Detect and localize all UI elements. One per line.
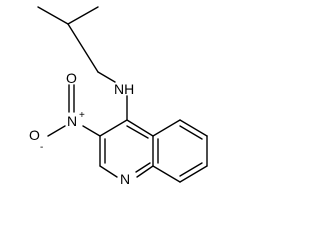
nitro-minus-charge: -: [40, 142, 43, 153]
nitro-oxygen-top-label: O: [66, 70, 77, 86]
bond-ch2-nh: [97, 71, 116, 83]
bond-c2-n1: [99, 165, 118, 178]
structure-canvas: NH N + O O - N: [29, 6, 208, 187]
nitro-nitrogen-label: N: [67, 113, 77, 129]
bond-c3-nitro: [82, 125, 101, 137]
bond-c7-c8-inner: [179, 162, 203, 177]
bond-c5-c6: [179, 119, 208, 137]
molecule-drawing: NH N + O O - N: [29, 6, 208, 187]
bond-n1-c8a: [136, 165, 154, 178]
bond-c5-c6-inner: [179, 125, 203, 140]
nitro-oxygen-left-label: O: [29, 127, 40, 143]
bond-c4-c3: [99, 119, 128, 137]
bond-ch-ch2: [67, 23, 99, 73]
bond-n1-c8a-inner: [135, 162, 151, 173]
bond-c8-c8a: [152, 165, 181, 183]
amine-label: NH: [114, 81, 134, 97]
bond-c4a-c5: [152, 119, 181, 137]
bond-methyl1-ch: [37, 6, 69, 25]
nitro-plus-charge: +: [79, 110, 85, 121]
ring-nitrogen-label: N: [120, 171, 130, 187]
bond-c4a-c4-inner: [126, 125, 149, 139]
bond-c4a-c4: [126, 119, 154, 137]
bond-c7-c8: [179, 165, 208, 183]
bond-methyl2-ch: [67, 6, 99, 25]
bond-nitro-o-left: [47, 125, 66, 137]
